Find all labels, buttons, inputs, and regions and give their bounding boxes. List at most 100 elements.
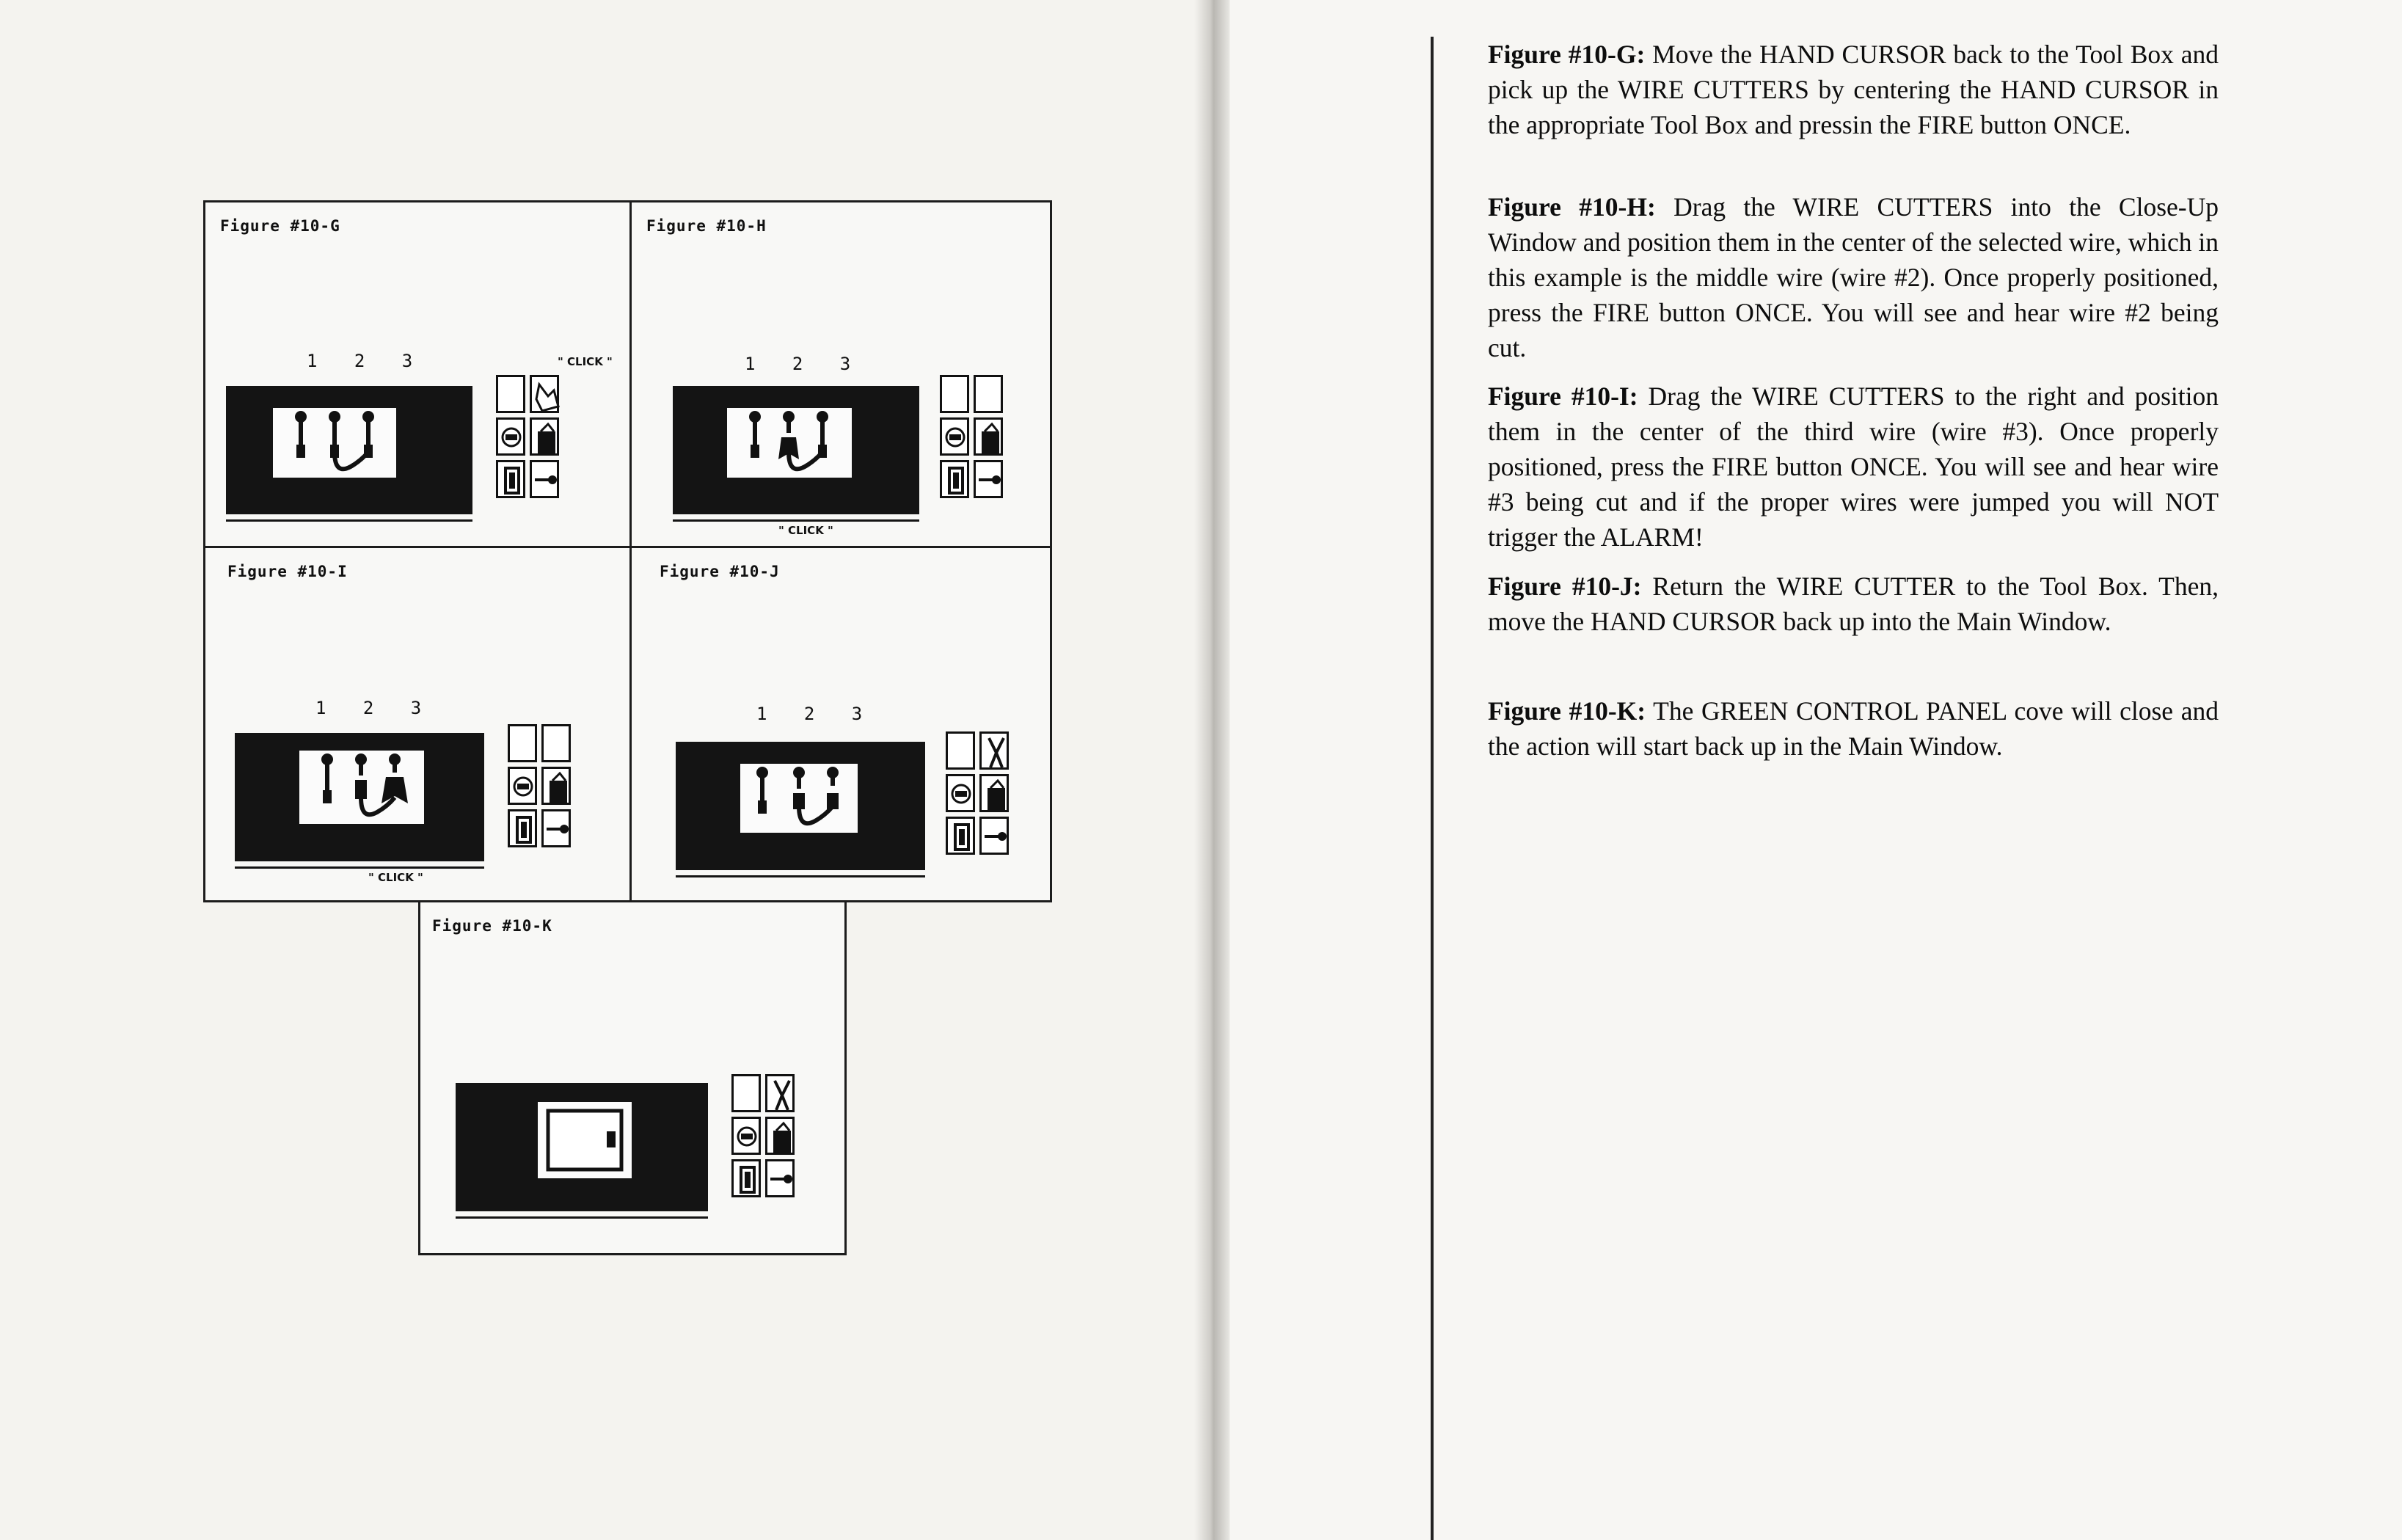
meter-tool <box>946 774 975 812</box>
meter-icon <box>513 776 533 797</box>
jumper-icon <box>948 467 964 495</box>
wire-cutters-tool <box>530 375 560 413</box>
jumper-tool <box>508 809 537 847</box>
clip-icon <box>550 771 567 803</box>
paragraph-body: Drag the WIRE CUTTERS to the right and p… <box>1488 382 2219 552</box>
clip-icon <box>982 422 999 453</box>
paragraph-heading: Figure #10-J: <box>1488 572 1642 601</box>
paragraph-heading: Figure #10-K: <box>1488 696 1646 726</box>
figure-10-j: Figure #10-J 1 2 3 <box>629 546 1052 902</box>
clip-tool <box>979 774 1009 812</box>
close-up-window <box>226 386 472 514</box>
wire-numbers: 1 2 3 <box>756 704 876 724</box>
probe-tool <box>530 460 559 498</box>
paragraph-figure-10-i: Figure #10-I: Drag the WIRE CUTTERS to t… <box>1488 379 2219 555</box>
probe-icon <box>547 825 569 833</box>
wire-box <box>740 764 858 833</box>
meter-icon <box>737 1126 757 1147</box>
probe-tool <box>765 1159 795 1197</box>
probe-tool <box>979 817 1009 855</box>
wires-graphic <box>295 411 374 472</box>
wire-numbers: 1 2 3 <box>307 351 426 371</box>
right-page <box>1230 0 2402 1540</box>
cover-graphic <box>546 1109 624 1172</box>
figure-label: Figure #10-J <box>660 563 780 580</box>
paragraph-heading: Figure #10-H: <box>1488 192 1656 222</box>
paragraph-body: The GREEN CONTROL PANEL cove will close … <box>1488 696 2219 761</box>
clip-icon <box>538 422 555 453</box>
wire-cutters-tool <box>979 731 1009 770</box>
wire-numbers: 1 2 3 <box>745 354 864 374</box>
meter-tool <box>731 1117 761 1155</box>
tool-slot-empty <box>541 724 571 762</box>
close-up-window <box>673 386 919 514</box>
jumper-icon <box>954 823 970 851</box>
tool-slot-empty <box>946 731 975 770</box>
probe-icon <box>985 832 1007 841</box>
clip-tool <box>765 1117 795 1155</box>
close-up-window <box>456 1083 708 1211</box>
meter-tool <box>940 417 969 456</box>
probe-tool <box>541 809 571 847</box>
figure-10-i: Figure #10-I 1 2 3 " CLICK " <box>203 546 632 902</box>
meter-tool <box>496 417 525 456</box>
jumper-tool <box>946 817 975 855</box>
figure-label: Figure #10-G <box>220 217 340 235</box>
wires-graphic <box>321 753 408 817</box>
clip-icon <box>773 1121 791 1153</box>
meter-icon <box>501 427 522 448</box>
tool-slot-empty <box>940 375 969 413</box>
probe-icon <box>535 475 557 484</box>
wire-numbers: 1 2 3 <box>315 698 435 718</box>
paragraph-body: Move the HAND CURSOR back to the Tool Bo… <box>1488 40 2219 139</box>
figure-label: Figure #10-H <box>646 217 767 235</box>
jumper-tool <box>496 460 525 498</box>
figure-10-g: Figure #10-G 1 2 3 " CLICK " <box>203 200 632 548</box>
wire-cutters-tool <box>765 1074 795 1112</box>
jumper-tool <box>731 1159 761 1197</box>
jumper-icon <box>516 816 532 844</box>
clip-icon <box>988 778 1005 810</box>
jumper-icon <box>504 467 520 495</box>
wire-cutters-icon <box>988 737 1005 768</box>
clip-tool <box>541 767 571 805</box>
wire-box <box>273 408 396 478</box>
tool-slot-empty <box>974 375 1003 413</box>
column-rule <box>1431 37 1434 1540</box>
closed-cover <box>538 1102 632 1178</box>
wire-cutters-icon <box>773 1080 791 1111</box>
probe-tool <box>974 460 1003 498</box>
figure-label: Figure #10-I <box>227 563 348 580</box>
jumper-icon <box>740 1166 756 1194</box>
wires-graphic <box>756 767 839 826</box>
book-gutter <box>1194 0 1230 1540</box>
tool-slot-empty <box>496 375 525 413</box>
paragraph-body: Return the WIRE CUTTER to the Tool Box. … <box>1488 572 2219 636</box>
paragraph-figure-10-g: Figure #10-G: Move the HAND CURSOR back … <box>1488 37 2219 142</box>
click-label: " CLICK " <box>368 871 423 884</box>
click-label: " CLICK " <box>558 355 613 368</box>
figure-label: Figure #10-K <box>432 917 552 935</box>
paragraph-figure-10-j: Figure #10-J: Return the WIRE CUTTER to … <box>1488 569 2219 639</box>
tool-slot-empty <box>731 1074 761 1112</box>
paragraph-figure-10-h: Figure #10-H: Drag the WIRE CUTTERS into… <box>1488 189 2219 365</box>
probe-icon <box>770 1175 792 1183</box>
click-label: " CLICK " <box>778 524 833 537</box>
meter-icon <box>945 427 965 448</box>
wire-box <box>727 408 852 478</box>
paragraph-figure-10-k: Figure #10-K: The GREEN CONTROL PANEL co… <box>1488 693 2219 764</box>
probe-icon <box>979 475 1001 484</box>
close-up-window <box>676 742 925 870</box>
clip-tool <box>974 417 1003 456</box>
meter-tool <box>508 767 537 805</box>
paragraph-heading: Figure #10-I: <box>1488 382 1638 411</box>
wires-graphic <box>749 411 828 472</box>
figure-10-k: Figure #10-K <box>418 900 847 1255</box>
figure-10-h: Figure #10-H 1 2 3 " CLICK " <box>629 200 1052 548</box>
paragraph-body: Drag the WIRE CUTTERS into the Close-Up … <box>1488 192 2219 362</box>
jumper-tool <box>940 460 969 498</box>
hand-cursor-icon <box>535 382 560 412</box>
meter-icon <box>951 784 971 804</box>
close-up-window <box>235 733 484 861</box>
tool-slot-empty <box>508 724 537 762</box>
